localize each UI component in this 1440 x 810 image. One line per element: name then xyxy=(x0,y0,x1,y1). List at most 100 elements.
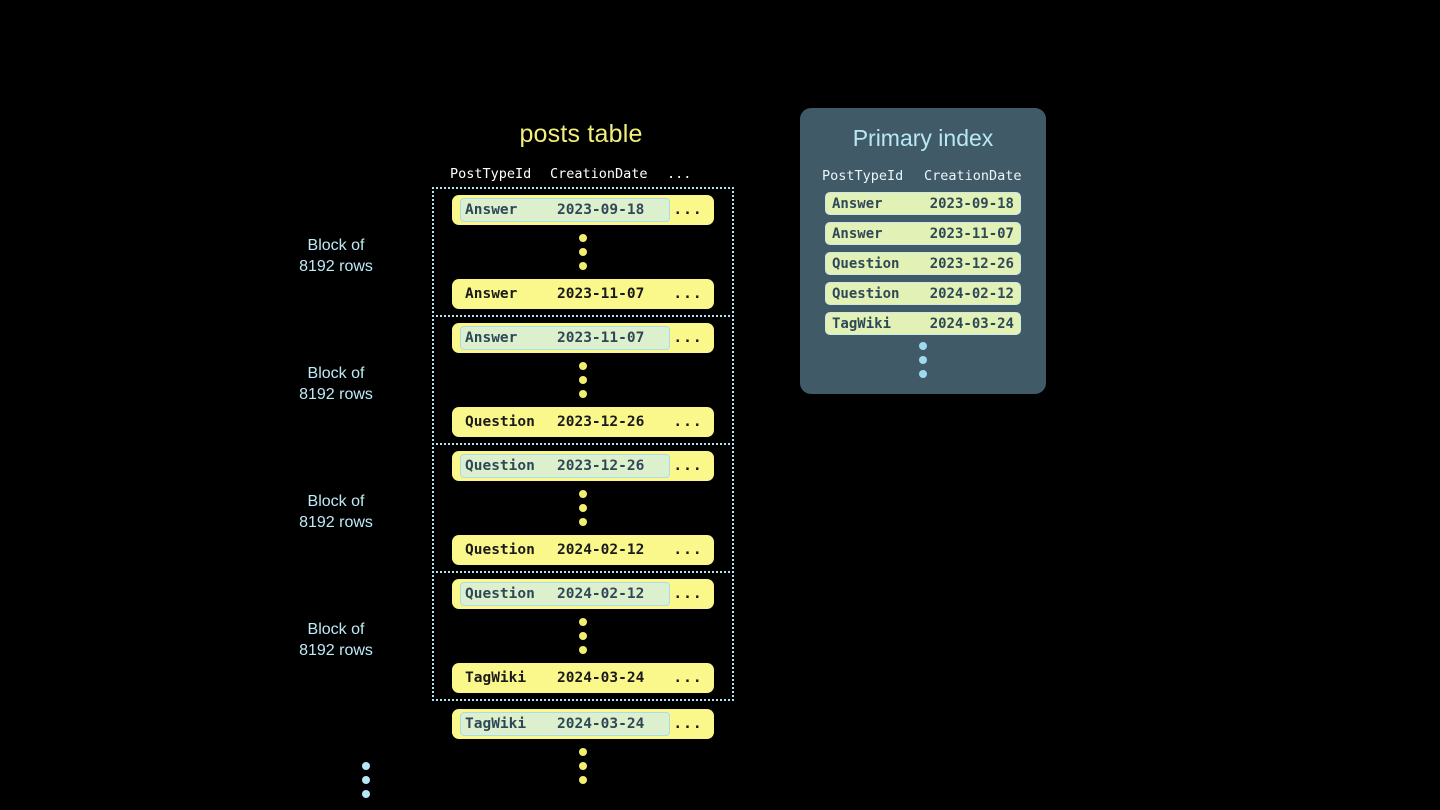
dot xyxy=(579,762,587,770)
index-cell-posttypeid: Answer xyxy=(832,225,883,242)
table-row: TagWiki 2024-03-24 ... xyxy=(452,663,714,693)
dot xyxy=(579,376,587,384)
cell-ellipsis: ... xyxy=(673,330,703,346)
block-label-line1: Block of xyxy=(307,621,365,638)
column-header-creationdate: CreationDate xyxy=(550,166,648,182)
cell-ellipsis: ... xyxy=(673,670,703,686)
rows-elided-dots xyxy=(434,225,732,279)
cell-ellipsis: ... xyxy=(673,716,703,732)
cell-creationdate: 2023-12-26 xyxy=(557,458,645,474)
dot xyxy=(919,370,927,378)
cell-creationdate: 2023-11-07 xyxy=(557,330,645,346)
cell-creationdate: 2024-03-24 xyxy=(557,670,645,686)
dot xyxy=(579,248,587,256)
index-cell-posttypeid: Question xyxy=(832,285,900,302)
block-label-line1: Block of xyxy=(307,493,365,510)
indexed-row-mark: Answer 2023-09-18 xyxy=(460,198,670,222)
cell-creationdate: 2023-11-07 xyxy=(557,286,645,302)
block-label-line2: 8192 rows xyxy=(299,642,373,659)
column-header-posttypeid: PostTypeId xyxy=(450,166,532,182)
table-row: Question 2024-02-12 ... xyxy=(452,535,714,565)
block-label-line1: Block of xyxy=(307,237,365,254)
table-row: Answer 2023-11-07 ... xyxy=(452,279,714,309)
posts-table-group: posts table PostTypeId CreationDate ... … xyxy=(299,118,734,798)
dot xyxy=(579,632,587,640)
dot xyxy=(579,234,587,242)
index-cell-posttypeid: Answer xyxy=(832,195,883,212)
block-label: Block of 8192 rows xyxy=(256,363,416,405)
dot xyxy=(919,356,927,364)
block-label-line2: 8192 rows xyxy=(299,514,373,531)
cell-posttypeid: Answer xyxy=(465,286,518,302)
row-cells: Answer 2023-11-07 xyxy=(460,282,670,306)
table-row: Answer 2023-11-07 ... xyxy=(452,323,714,353)
rows-elided-dots xyxy=(434,353,732,407)
dot xyxy=(579,490,587,498)
index-cell-creationdate: 2024-03-24 xyxy=(929,315,1014,332)
block-label: Block of 8192 rows xyxy=(256,619,416,661)
cell-creationdate: 2024-03-24 xyxy=(557,716,645,732)
dot xyxy=(579,390,587,398)
block-label: Block of 8192 rows xyxy=(256,235,416,277)
cell-ellipsis: ... xyxy=(673,414,703,430)
index-cell-posttypeid: TagWiki xyxy=(832,315,892,332)
table-row: Answer 2023-09-18 ... xyxy=(452,195,714,225)
primary-index-panel: Primary index PostTypeId CreationDate An… xyxy=(800,108,1046,394)
cell-creationdate: 2023-09-18 xyxy=(557,202,645,218)
table-block: Block of 8192 rows Answer 2023-11-07 ...… xyxy=(299,315,734,445)
posts-table-title: posts table xyxy=(519,120,643,148)
cell-posttypeid: Question xyxy=(465,586,535,602)
table-row-trailing: TagWiki 2024-03-24 ... xyxy=(452,709,714,739)
table-end-dots xyxy=(432,739,734,793)
index-row: Answer 2023-11-07 xyxy=(825,222,1021,245)
index-column-header-creationdate: CreationDate xyxy=(924,168,1022,184)
index-column-header-posttypeid: PostTypeId xyxy=(822,168,904,184)
table-block: Block of 8192 rows Question 2023-12-26 .… xyxy=(299,443,734,573)
cell-creationdate: 2024-02-12 xyxy=(557,542,645,558)
cell-ellipsis: ... xyxy=(673,202,703,218)
dot xyxy=(579,362,587,370)
rows-elided-dots xyxy=(434,481,732,535)
indexed-row-mark: Question 2023-12-26 xyxy=(460,454,670,478)
index-row: TagWiki 2024-03-24 xyxy=(825,312,1021,335)
block-label: Block of 8192 rows xyxy=(256,491,416,533)
cell-creationdate: 2023-12-26 xyxy=(557,414,645,430)
primary-index-rows: Answer 2023-09-18 Answer 2023-11-07 Ques… xyxy=(800,192,1046,335)
block-label-line2: 8192 rows xyxy=(299,386,373,403)
index-continue-dots xyxy=(800,342,1046,378)
indexed-row-mark: Answer 2023-11-07 xyxy=(460,326,670,350)
cell-posttypeid: Question xyxy=(465,458,535,474)
dot xyxy=(579,262,587,270)
dot xyxy=(362,762,370,770)
table-row: Question 2023-12-26 ... xyxy=(452,451,714,481)
cell-ellipsis: ... xyxy=(673,586,703,602)
primary-index-column-headers: PostTypeId CreationDate xyxy=(800,168,1046,184)
indexed-row-mark: TagWiki 2024-03-24 xyxy=(460,712,670,736)
dot xyxy=(362,776,370,784)
table-row: Question 2023-12-26 ... xyxy=(452,407,714,437)
dot xyxy=(579,646,587,654)
index-row: Question 2024-02-12 xyxy=(825,282,1021,305)
index-cell-creationdate: 2023-11-07 xyxy=(929,225,1014,242)
rows-elided-dots xyxy=(434,609,732,663)
cell-ellipsis: ... xyxy=(673,458,703,474)
cell-posttypeid: Question xyxy=(465,542,535,558)
cell-ellipsis: ... xyxy=(673,542,703,558)
dot xyxy=(579,776,587,784)
block-label-line1: Block of xyxy=(307,365,365,382)
index-cell-creationdate: 2023-12-26 xyxy=(929,255,1014,272)
cell-posttypeid: Answer xyxy=(465,330,518,346)
dot xyxy=(919,342,927,350)
posts-table-column-headers: PostTypeId CreationDate ... xyxy=(432,166,734,182)
blocks-continue-dots xyxy=(362,753,370,807)
dot xyxy=(579,518,587,526)
dot xyxy=(579,504,587,512)
table-row: Question 2024-02-12 ... xyxy=(452,579,714,609)
posts-table-blocks: Block of 8192 rows Answer 2023-09-18 ...… xyxy=(299,187,734,798)
block-label-line2: 8192 rows xyxy=(299,258,373,275)
cell-ellipsis: ... xyxy=(673,286,703,302)
row-cells: Question 2024-02-12 xyxy=(460,538,670,562)
index-cell-posttypeid: Question xyxy=(832,255,900,272)
row-cells: Question 2023-12-26 xyxy=(460,410,670,434)
